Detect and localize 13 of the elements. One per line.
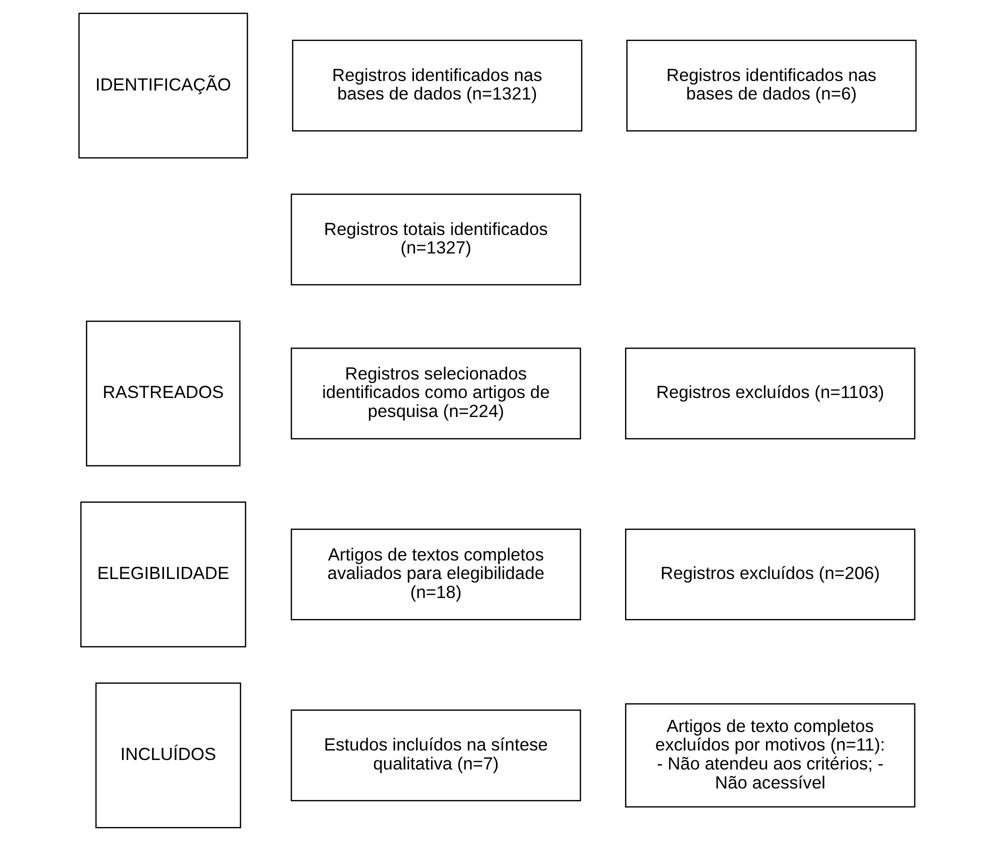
node-box: RASTREADOS [86, 320, 240, 466]
node-box: Artigos de textos completos avaliados para elegibilidade (n=18) [290, 528, 582, 620]
node-box: Registros selecionados identificados como artigos de pesquisa (n=224) [290, 348, 582, 440]
node-box: Estudos incluídos na síntese qualitativa (n=7) [290, 710, 582, 802]
node-box: ELEGIBILIDADE [80, 502, 246, 648]
node-box: Registros identificados nas bases de dados (n=1321) [292, 40, 582, 132]
node-box: Registros excluídos (n=206) [625, 528, 916, 620]
node-box: Registros excluídos (n=1103) [625, 348, 916, 440]
node-box: Registros identificados nas bases de dados (n=6) [626, 40, 917, 132]
node-box: Registros totais identificados (n=1327) [290, 194, 582, 286]
node-box: INCLUÍDOS [95, 682, 242, 828]
node-box: IDENTIFICAÇÃO [78, 12, 248, 158]
node-box: Artigos de texto completos excluídos por motivos (n=11): - Não atendeu aos critérios; - Não acessível [625, 703, 916, 808]
